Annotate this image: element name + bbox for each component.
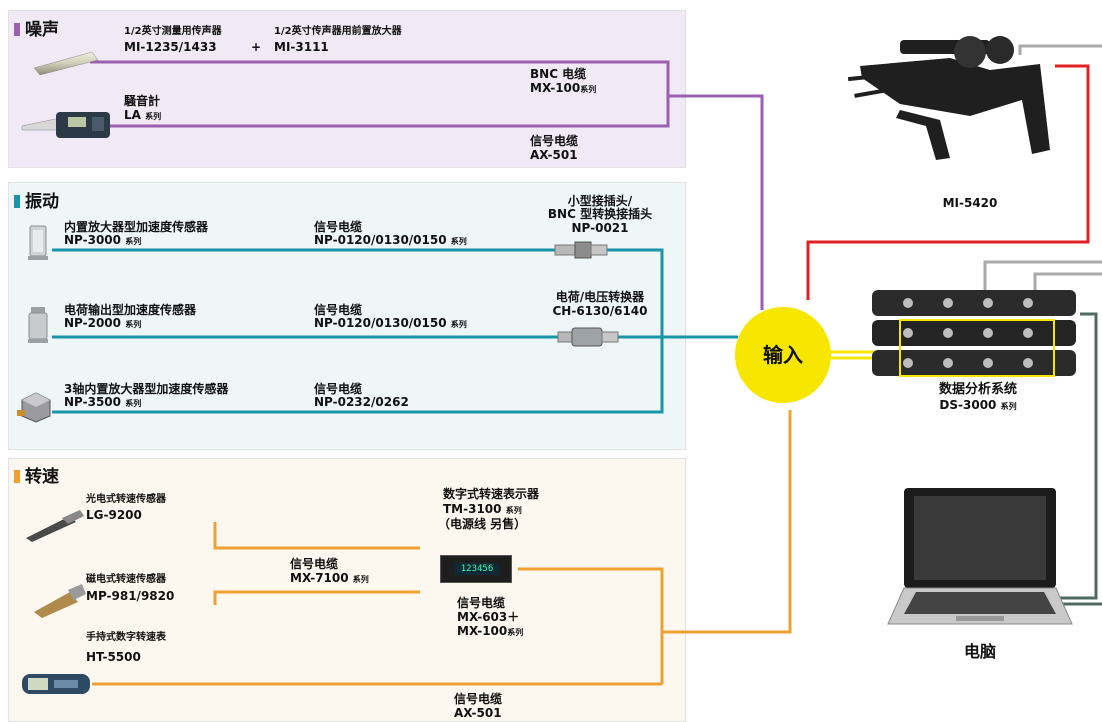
np0021-connector-image — [553, 239, 609, 261]
noise-cable-model: AX-501 — [530, 148, 578, 162]
sound-level-meter-image — [20, 108, 112, 142]
vib-cable2-model: NP-0120/0130/0150 系列 — [314, 316, 467, 332]
np2000-name: 电荷输出型加速度传感器 — [64, 303, 196, 317]
ds3000-device-image — [868, 288, 1080, 380]
noise-cable-name: 信号电缆 — [530, 134, 578, 148]
mic-name: 1/2英寸测量用传声器 — [124, 26, 222, 38]
vib-cable1-name: 信号电缆 — [314, 220, 362, 234]
np3500-sensor-image — [16, 390, 56, 424]
ht5500-tachometer-image — [20, 670, 94, 698]
vib-cable3-name: 信号电缆 — [314, 382, 362, 396]
bnc-name: BNC 电缆 — [530, 67, 586, 81]
microphone-image — [30, 48, 102, 76]
mi5420-label: MI-5420 — [930, 196, 1010, 210]
ds3000-model: DS-3000 系列 — [918, 398, 1038, 414]
np3000-name: 内置放大器型加速度传感器 — [64, 220, 208, 234]
mp981-sensor-image — [30, 584, 86, 618]
speed-cable2-name: 信号电缆 — [457, 596, 505, 610]
np2000-model: NP-2000 系列 — [64, 316, 141, 332]
preamp-model: MI-3111 — [274, 40, 329, 54]
lg9200-sensor-image — [22, 508, 86, 542]
speed-wire-tm — [518, 410, 790, 632]
speed-cable2-model2: MX-100系列 — [457, 624, 523, 640]
np3000-sensor-image — [26, 224, 52, 262]
lg9200-model: LG-9200 — [86, 508, 142, 522]
converter-name: 电荷/电压转换器 — [530, 290, 670, 304]
vibration-title: 振动 — [14, 187, 59, 212]
vib-cable2-name: 信号电缆 — [314, 303, 362, 317]
ht5500-model: HT-5500 — [86, 650, 141, 664]
tm3100-display: 123456 — [455, 563, 499, 575]
mp981-model: MP-981/9820 — [86, 589, 174, 603]
ht5500-name: 手持式数字转速表 — [86, 632, 166, 644]
mic-model: MI-1235/1433 — [124, 40, 217, 54]
speed-cable3-model: AX-501 — [454, 706, 502, 720]
np3000-model: NP-3000 系列 — [64, 233, 141, 249]
speed-wire-lg — [215, 522, 420, 548]
connector-model: NP-0021 — [530, 221, 670, 235]
vib-cable3-model: NP-0232/0262 — [314, 395, 409, 409]
np3500-model: NP-3500 系列 — [64, 395, 141, 411]
input-label: 输入 — [735, 343, 831, 367]
connector-line1: 小型接插头/ — [530, 194, 670, 208]
bnc-model: MX-100系列 — [530, 81, 596, 97]
ds3000-name: 数据分析系统 — [918, 382, 1038, 397]
lg9200-name: 光电式转速传感器 — [86, 494, 166, 506]
mp981-name: 磁电式转速传感器 — [86, 574, 166, 586]
speed-cable2-model1: MX-603＋ — [457, 610, 519, 624]
noise-wire-meter — [110, 96, 668, 126]
speed-title: 转速 — [14, 462, 59, 487]
speed-cable3-name: 信号电缆 — [454, 692, 502, 706]
preamp-name: 1/2英寸传声器用前置放大器 — [274, 26, 402, 38]
np2000-sensor-image — [26, 305, 52, 345]
laptop-image — [886, 484, 1076, 634]
speed-cable1-name: 信号电缆 — [290, 557, 338, 571]
tm3100-device-image: 123456 — [440, 555, 512, 583]
speed-cable1-model: MX-7100 系列 — [290, 571, 369, 587]
tm3100-note: （电源线 另售） — [438, 517, 526, 531]
ch6130-converter-image — [556, 326, 620, 348]
plus-sign: + — [251, 40, 261, 54]
mi5420-device-image — [840, 30, 1060, 170]
speed-wire-mp — [215, 592, 420, 605]
pc-label: 电脑 — [930, 642, 1030, 662]
connector-line2: BNC 型转换接插头 — [530, 207, 670, 221]
converter-model: CH-6130/6140 — [530, 304, 670, 318]
np3500-name: 3轴内置放大器型加速度传感器 — [64, 382, 228, 396]
meter-model: LA 系列 — [124, 108, 161, 124]
tm3100-model: TM-3100 系列 — [443, 502, 522, 518]
vib-cable1-model: NP-0120/0130/0150 系列 — [314, 233, 467, 249]
meter-name: 騒音計 — [124, 94, 160, 108]
tm3100-name: 数字式转速表示器 — [443, 487, 539, 501]
input-circle: 输入 — [735, 307, 831, 403]
noise-title: 噪声 — [14, 15, 59, 40]
